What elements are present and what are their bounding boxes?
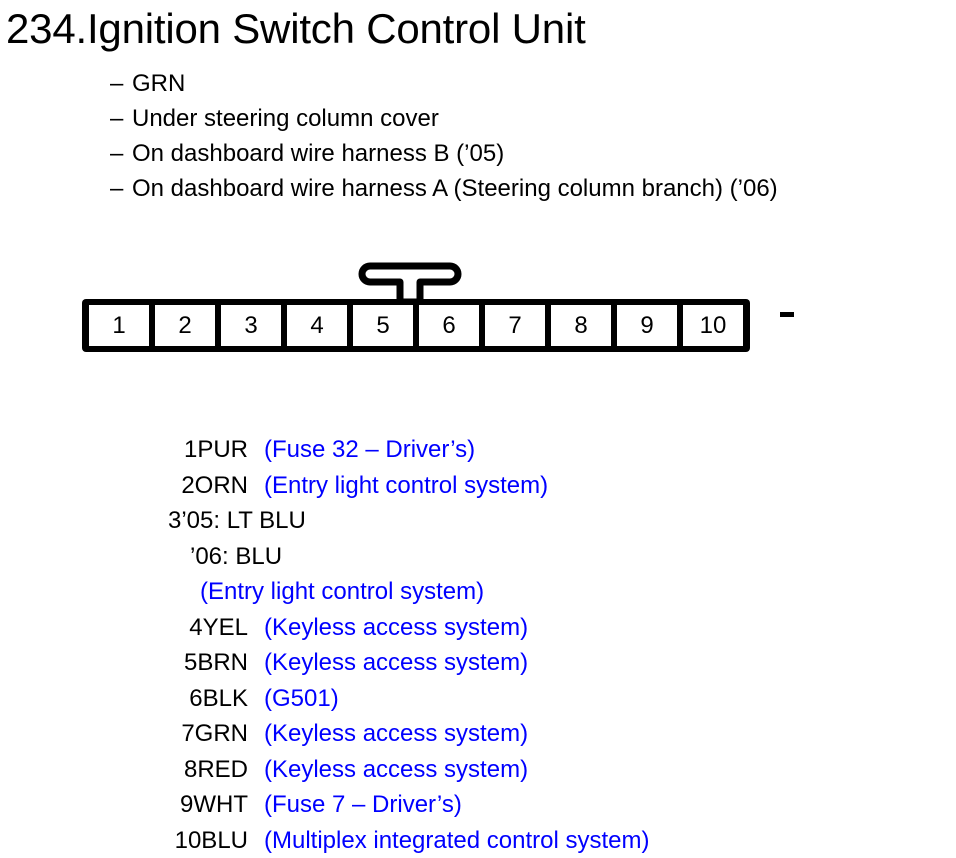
connector-diagram: 1 2 3 4 5 6 7 8 9 10 [82, 258, 782, 358]
pin-label: 10BLU [0, 823, 248, 858]
connector-pin-cell: 1 [89, 305, 149, 346]
pin-label: 6BLK [0, 681, 248, 717]
note-line: –On dashboard wire harness A (Steering c… [110, 171, 956, 206]
connector-pin-cell: 8 [551, 305, 611, 346]
pin-label: 8RED [0, 752, 248, 788]
pin-description: (G501) [248, 681, 339, 717]
pin-description: (Multiplex integrated control system) [248, 823, 649, 858]
connector-pin-cell: 3 [221, 305, 281, 346]
pin-row: 1PUR (Fuse 32 – Driver’s) [0, 432, 956, 468]
pin-row: 3’05: LT BLU ’06: BLU (Entry light contr… [0, 503, 956, 610]
note-text: GRN [132, 70, 185, 97]
pin-label: 3’05: LT BLU [0, 503, 956, 539]
pin-label: 5BRN [0, 645, 248, 681]
pin-description: (Entry light control system) [248, 468, 548, 504]
pin-description: (Keyless access system) [248, 645, 528, 681]
note-dash: – [110, 136, 132, 171]
note-line: –GRN [110, 66, 956, 101]
pin-description: (Fuse 7 – Driver’s) [248, 787, 462, 823]
pin-description: (Fuse 32 – Driver’s) [248, 432, 475, 468]
note-line: –Under steering column cover [110, 101, 956, 136]
note-text: Under steering column cover [132, 105, 439, 132]
pin-row: 2ORN (Entry light control system) [0, 468, 956, 504]
connector-pin-cell: 9 [617, 305, 677, 346]
pin-label-alt: ’06: BLU [0, 539, 956, 575]
note-line: –On dashboard wire harness B (’05) [110, 136, 956, 171]
pin-row: 10BLU (Multiplex integrated control syst… [0, 823, 956, 858]
connector-latch-icon [356, 258, 464, 304]
pin-row: 5BRN (Keyless access system) [0, 645, 956, 681]
pin-row: 7GRN (Keyless access system) [0, 716, 956, 752]
connector-pin-cell: 10 [683, 305, 743, 346]
note-dash: – [110, 101, 132, 136]
note-text: On dashboard wire harness A (Steering co… [132, 175, 778, 202]
pin-row: 8RED (Keyless access system) [0, 752, 956, 788]
pin-description: (Keyless access system) [248, 716, 528, 752]
pin-row: 4YEL (Keyless access system) [0, 610, 956, 646]
pin-assignment-list: 1PUR (Fuse 32 – Driver’s) 2ORN (Entry li… [0, 432, 956, 858]
page-title: 234.Ignition Switch Control Unit [6, 4, 586, 54]
connector-pin-cell: 5 [353, 305, 413, 346]
note-dash: – [110, 66, 132, 101]
connector-side-mark [780, 312, 794, 317]
pin-description: (Keyless access system) [248, 752, 528, 788]
note-text: On dashboard wire harness B (’05) [132, 140, 504, 167]
connector-body: 1 2 3 4 5 6 7 8 9 10 [82, 299, 750, 352]
pin-label: 7GRN [0, 716, 248, 752]
pin-label: 1PUR [0, 432, 248, 468]
pin-row: 6BLK (G501) [0, 681, 956, 717]
pin-label: 2ORN [0, 468, 248, 504]
pin-row: 9WHT (Fuse 7 – Driver’s) [0, 787, 956, 823]
pin-label: 4YEL [0, 610, 248, 646]
connector-pin-cell: 4 [287, 305, 347, 346]
notes-list: –GRN –Under steering column cover –On da… [110, 66, 956, 206]
note-dash: – [110, 171, 132, 206]
connector-pin-cell: 7 [485, 305, 545, 346]
connector-pin-cell: 2 [155, 305, 215, 346]
pin-description: (Entry light control system) [0, 574, 956, 610]
connector-pin-cell: 6 [419, 305, 479, 346]
pin-label: 9WHT [0, 787, 248, 823]
pin-description: (Keyless access system) [248, 610, 528, 646]
